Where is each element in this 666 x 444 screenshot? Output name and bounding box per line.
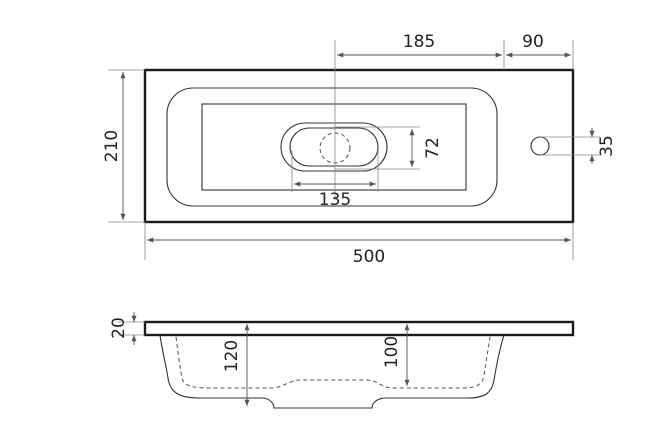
slab-outline — [143, 320, 575, 337]
top-view: 185 90 210 500 72 135 35 — [102, 32, 617, 267]
dim-drain-height: 72 — [423, 137, 443, 159]
dim-depth-outer: 120 — [222, 340, 242, 372]
dim-drain-to-tap: 185 — [403, 32, 435, 52]
dim-tap-offset: 90 — [522, 32, 544, 52]
drain-inner — [289, 127, 379, 167]
basin-inner-dashed — [175, 336, 491, 389]
drain-outer — [280, 122, 388, 172]
basin-outer-rim — [166, 87, 498, 207]
basin-body-outline — [159, 334, 505, 409]
dim-overall-width: 500 — [353, 247, 385, 267]
dim-overall-depth: 210 — [102, 130, 122, 162]
side-view: 20 120 100 — [109, 312, 575, 409]
dim-tap-hole: 35 — [597, 135, 617, 157]
dim-depth-inner: 100 — [382, 336, 402, 368]
tap-hole-icon — [530, 136, 550, 156]
countertop-outline — [143, 68, 575, 224]
dim-drain-width: 135 — [319, 190, 351, 210]
basin-inner-floor — [201, 103, 467, 191]
dim-slab-thickness: 20 — [109, 317, 129, 339]
